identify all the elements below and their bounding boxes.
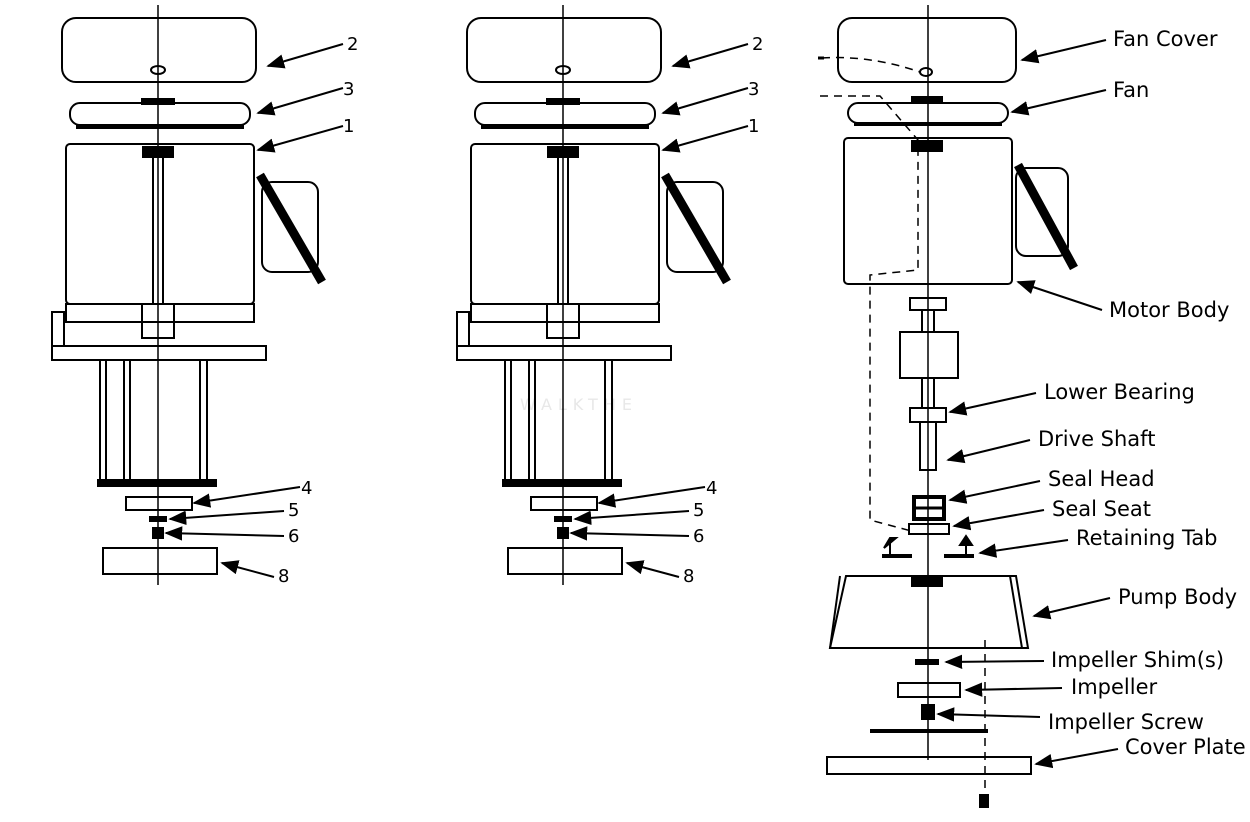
conduit-box <box>1015 167 1069 257</box>
assembly-b-callouts: 2 3 1 4 5 6 8 <box>683 34 763 587</box>
callout-b-1: 1 <box>748 116 759 137</box>
fan-cover-screw <box>150 65 166 75</box>
label-fan: Fan <box>1113 78 1149 102</box>
motor-body <box>843 137 1013 285</box>
label-pump-body: Pump Body <box>1118 585 1237 609</box>
assembly-b <box>456 5 749 585</box>
label-seal-head: Seal Head <box>1048 467 1155 491</box>
fan <box>69 102 251 126</box>
exploded-view <box>818 5 1119 808</box>
callout-a-5: 5 <box>288 500 299 521</box>
pump-base <box>97 479 217 487</box>
cover-plate <box>102 547 218 575</box>
seal-seat <box>908 523 950 535</box>
watermark: WALKTHE <box>520 395 638 414</box>
impeller-screw <box>921 704 935 720</box>
rotor <box>899 331 959 379</box>
fan-cover <box>61 17 257 83</box>
callout-b-5: 5 <box>693 500 704 521</box>
fan <box>474 102 656 126</box>
label-impeller-shims: Impeller Shim(s) <box>1051 648 1224 672</box>
callout-a-4: 4 <box>301 478 312 499</box>
mounting-plate <box>51 345 267 361</box>
fan-cover-screw <box>555 65 571 75</box>
motor-body <box>470 143 660 305</box>
assembly-a <box>51 5 344 585</box>
callout-a-3: 3 <box>343 79 354 100</box>
label-drive-shaft: Drive Shaft <box>1038 427 1155 451</box>
fan-cover <box>837 17 1017 83</box>
impeller <box>897 682 961 698</box>
label-retaining-tab: Retaining Tab <box>1076 526 1218 550</box>
callout-a-6: 6 <box>288 526 299 547</box>
assembly-a-callouts: 2 3 1 4 5 6 8 <box>278 34 358 587</box>
label-fan-cover: Fan Cover <box>1113 27 1218 51</box>
callout-b-4: 4 <box>706 478 717 499</box>
callout-a-8: 8 <box>278 566 289 587</box>
impeller <box>125 496 193 511</box>
mounting-plate <box>456 345 672 361</box>
callout-b-6: 6 <box>693 526 704 547</box>
callout-a-1: 1 <box>343 116 354 137</box>
pump-body <box>828 575 1030 649</box>
cover-plate <box>826 756 1032 775</box>
label-impeller-screw: Impeller Screw <box>1048 710 1204 734</box>
callout-a-2: 2 <box>347 34 358 55</box>
conduit-box <box>261 181 319 273</box>
callout-b-8: 8 <box>683 566 694 587</box>
conduit-box <box>666 181 724 273</box>
callout-b-3: 3 <box>748 79 759 100</box>
motor-body <box>65 143 255 305</box>
impeller-shim <box>915 659 939 665</box>
cover-plate <box>507 547 623 575</box>
fan-cover <box>466 17 662 83</box>
label-cover-plate: Cover Plate <box>1125 735 1246 759</box>
label-motor-body: Motor Body <box>1109 298 1229 322</box>
pump-base <box>502 479 622 487</box>
drive-shaft <box>919 421 937 471</box>
exploded-labels: Fan Cover Fan Motor Body Lower Bearing D… <box>1038 27 1246 759</box>
label-impeller: Impeller <box>1071 675 1157 699</box>
label-seal-seat: Seal Seat <box>1052 497 1151 521</box>
impeller <box>530 496 598 511</box>
label-lower-bearing: Lower Bearing <box>1044 380 1195 404</box>
callout-b-2: 2 <box>752 34 763 55</box>
